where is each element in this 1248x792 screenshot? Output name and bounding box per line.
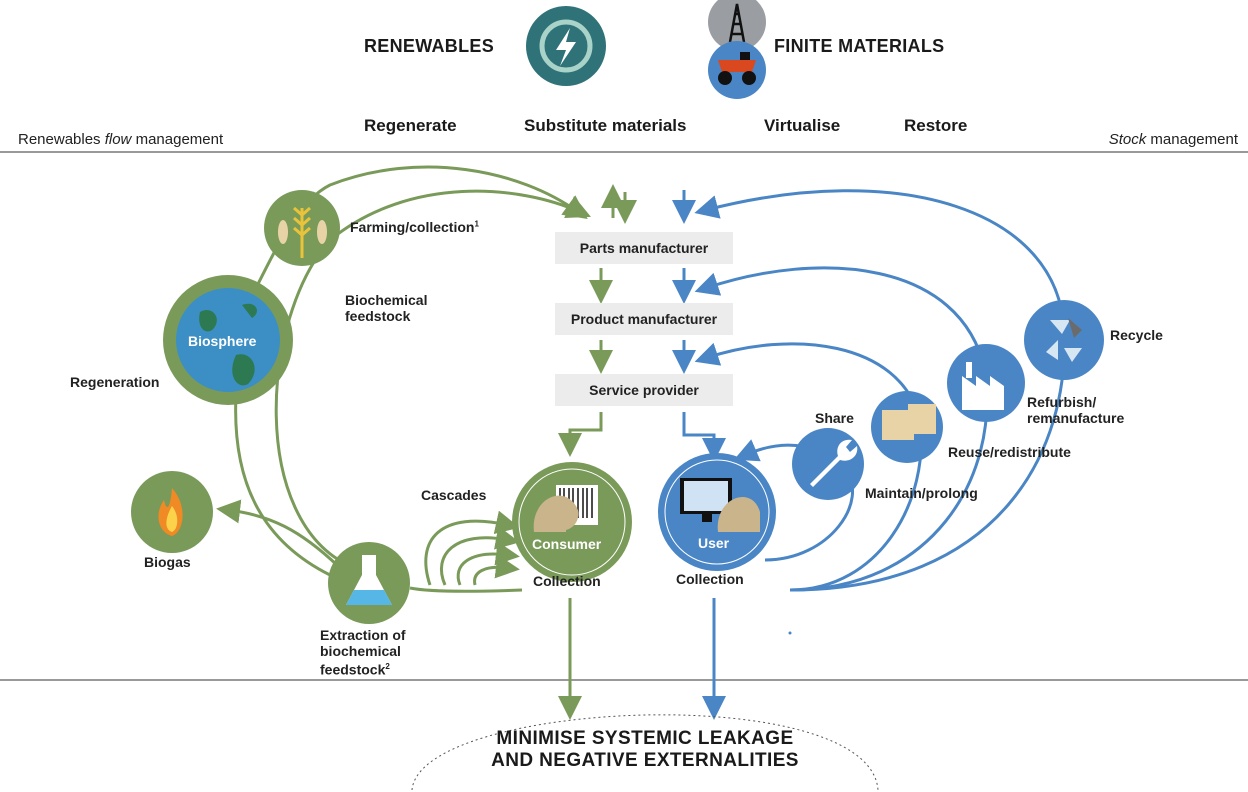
strategy-virtualise: Virtualise bbox=[764, 116, 841, 135]
farming-collection-label: Farming/collection1 bbox=[350, 219, 479, 235]
share-label: Share bbox=[815, 410, 854, 426]
extraction-icon bbox=[328, 542, 410, 624]
extraction-label: Extraction of biochemical feedstock2 bbox=[320, 627, 406, 678]
product-manufacturer-box: Product manufacturer bbox=[555, 303, 733, 335]
biosphere-label: Biosphere bbox=[188, 333, 257, 349]
consumer-icon bbox=[512, 462, 632, 582]
user-icon bbox=[658, 453, 776, 571]
strategy-restore: Restore bbox=[904, 116, 968, 135]
reuse-label: Reuse/redistribute bbox=[948, 444, 1071, 460]
factory-icon bbox=[947, 344, 1025, 422]
minimise-leakage-title: MINIMISE SYSTEMIC LEAKAGE AND NEGATIVE E… bbox=[491, 728, 799, 771]
recycle-label: Recycle bbox=[1110, 327, 1163, 343]
renewables-title: RENEWABLES bbox=[364, 36, 495, 56]
biosphere-icon bbox=[163, 275, 293, 405]
renewables-flow-management: Renewables flow management bbox=[18, 131, 224, 148]
consumer-label: Consumer bbox=[532, 536, 602, 552]
wrench-icon bbox=[792, 428, 864, 500]
finite-materials-title: FINITE MATERIALS bbox=[774, 36, 945, 56]
recycle-icon bbox=[1024, 300, 1104, 380]
refurbish-label: Refurbish/ remanufacture bbox=[1027, 394, 1125, 426]
user-label: User bbox=[698, 535, 730, 551]
cascades-label: Cascades bbox=[421, 487, 487, 503]
boxes-icon bbox=[871, 391, 943, 463]
strategy-regenerate: Regenerate bbox=[364, 116, 457, 135]
strategy-substitute: Substitute materials bbox=[524, 116, 687, 135]
renewables-icon bbox=[526, 6, 606, 86]
stock-management: Stock management bbox=[1108, 131, 1238, 148]
collection-right-label: Collection bbox=[676, 571, 744, 587]
biogas-label: Biogas bbox=[144, 554, 191, 570]
parts-manufacturer-box: Parts manufacturer bbox=[555, 232, 733, 264]
leakage-ellipse bbox=[411, 714, 879, 791]
oil-rig-icon bbox=[708, 0, 766, 51]
mining-truck-icon bbox=[708, 41, 766, 99]
maintain-label: Maintain/prolong bbox=[865, 485, 978, 501]
regeneration-label: Regeneration bbox=[70, 374, 160, 390]
biogas-icon bbox=[131, 471, 213, 553]
collection-left-label: Collection bbox=[533, 573, 601, 589]
service-provider-box: Service provider bbox=[555, 374, 733, 406]
farming-icon bbox=[264, 190, 340, 266]
biochemical-feedstock-label: Biochemical feedstock bbox=[345, 292, 428, 324]
